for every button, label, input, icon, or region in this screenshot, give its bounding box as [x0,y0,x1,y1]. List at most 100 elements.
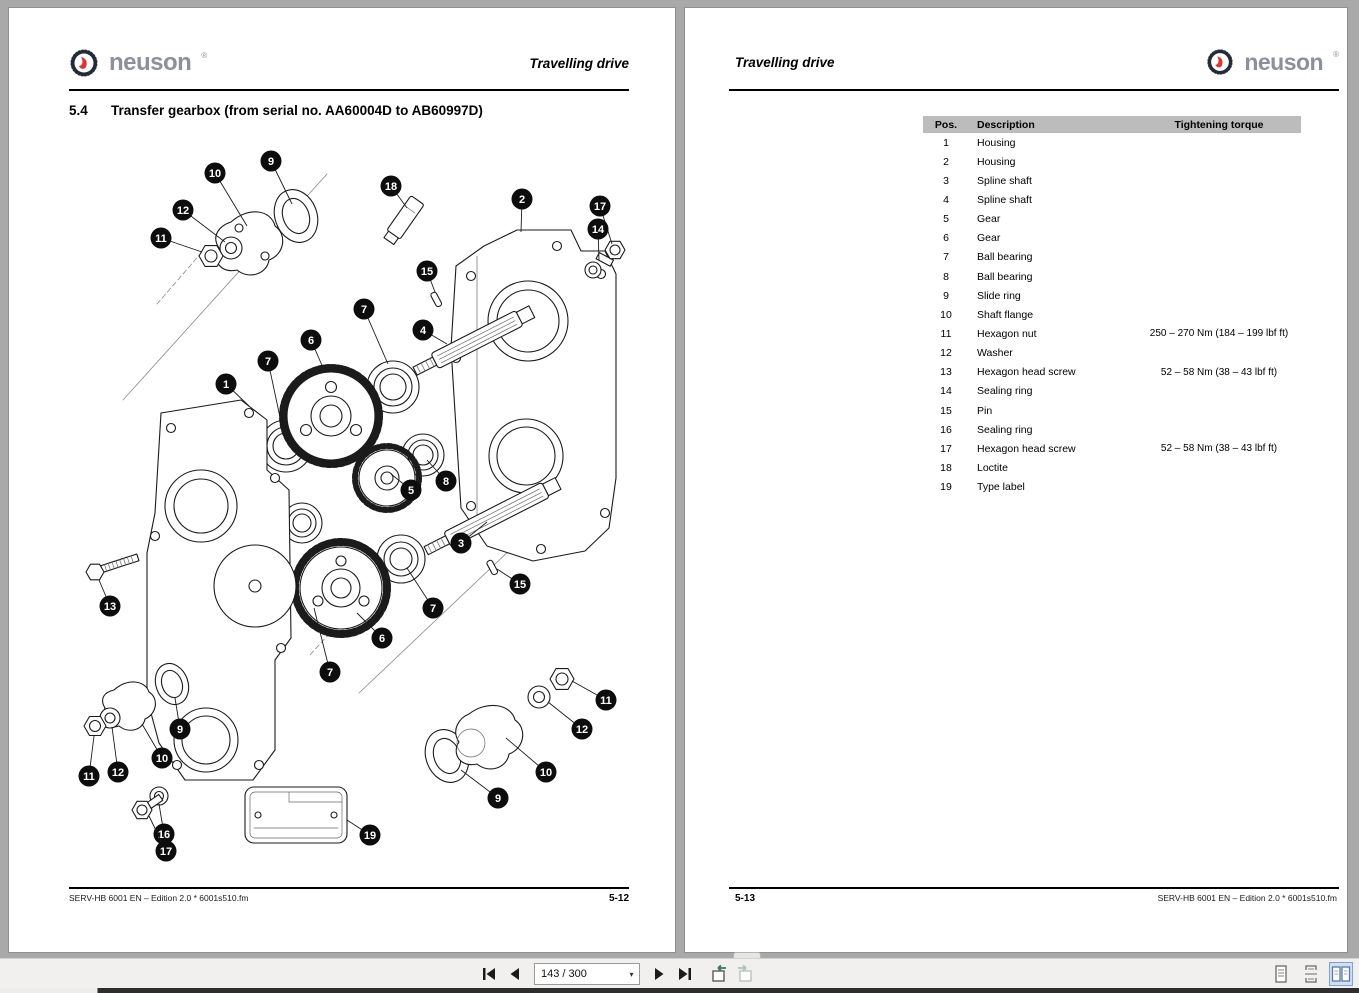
callout-bubble [435,470,457,492]
next-view-button[interactable] [734,963,756,985]
window-bottom-edge [0,988,1359,993]
table-header-row: Pos. Description Tightening torque [923,116,1301,133]
table-cell [1137,401,1301,420]
previous-page-icon [510,968,519,980]
last-page-button[interactable] [674,963,696,985]
table-cell: 52 – 58 Nm (38 – 43 lbf ft) [1160,366,1278,378]
table-cell: Housing [977,136,1016,149]
previous-page-button[interactable] [504,963,526,985]
hex-screw-left [85,553,140,581]
two-page-view-button[interactable] [1329,962,1353,986]
callout-number: 8 [443,476,449,488]
callout-bubble [509,573,531,595]
section-heading: 5.4 Transfer gearbox (from serial no. AA… [69,103,483,118]
table-cell: Ball bearing [977,251,1033,264]
parts-table: Pos. Description Tightening torque 1 Hous… [923,116,1301,497]
table-cell [1137,420,1301,439]
callout-number: 13 [104,601,116,613]
callout-bubble [204,162,226,184]
next-page-button[interactable] [648,963,670,985]
housing-left [146,399,297,781]
table-cell: Gear [977,213,1001,226]
table-cell: 250 – 270 Nm (184 – 199 lbf ft) [1149,328,1289,340]
table-cell [1137,190,1301,209]
toolbar-collapse-handle[interactable] [733,952,761,959]
callout-number: 12 [177,205,189,217]
callout-bubble [359,824,381,846]
page-number-field[interactable]: 143 / 300 ▾ [534,963,640,985]
previous-view-button[interactable] [708,963,730,985]
pin-upper [430,291,443,308]
table-cell: Sealing ring [977,385,1033,398]
footer-page-number: 5-13 [735,893,756,904]
table-row: 8 Ball bearing [923,267,1301,286]
header-rule [729,89,1339,91]
pdf-viewer-toolbar: 143 / 300 ▾ [0,958,1359,989]
manual-page-right: Travelling drive neuson ® Pos. Descripti… [684,7,1348,953]
callout-bubble [151,747,173,769]
running-title-left-page: Travelling drive [529,55,629,71]
single-page-view-button[interactable] [1269,962,1293,986]
table-cell: 12 [940,347,952,360]
callout-number: 12 [576,724,588,736]
callout-bubble [257,350,279,372]
page-dropdown-arrow-icon[interactable]: ▾ [629,969,634,979]
table-cell: 5 [943,213,949,226]
footer-doc-ref: SERV-HB 6001 EN – Edition 2.0 * 6001s510… [1157,893,1337,903]
table-cell: 16 [940,423,952,436]
callout-bubble [511,188,533,210]
first-page-button[interactable] [478,963,500,985]
table-cell: Sealing ring [977,423,1033,436]
callout-number: 6 [308,335,314,347]
callout-bubble [487,787,509,809]
table-cell [1137,248,1301,267]
previous-view-icon [712,964,726,982]
callout-bubble [589,195,611,217]
flange-assembly-bottom-middle [424,668,575,783]
gearbox-exploded-diagram: 9101211182171415746715831571367910121116… [78,150,626,862]
table-cell [1137,152,1301,171]
table-cell [1137,171,1301,190]
table-cell [1137,478,1301,497]
table-row: 5 Gear [923,210,1301,229]
callout-bubble [450,532,472,554]
table-cell: Washer [977,347,1013,360]
table-cell: 2 [943,155,949,168]
table-cell: 52 – 58 Nm (38 – 43 lbf ft) [1160,443,1278,455]
callout-number: 1 [223,379,229,391]
callout-bubble [535,761,557,783]
table-cell: 8 [943,270,949,283]
callout-bubble [595,689,617,711]
continuous-view-button[interactable] [1299,962,1323,986]
callout-bubble [400,479,422,501]
table-cell: Spline shaft [977,193,1032,206]
callout-number: 9 [177,724,183,736]
first-page-icon [483,968,495,980]
table-cell [1137,305,1301,324]
callout-number: 11 [600,695,612,707]
callout-number: 7 [361,304,367,316]
table-cell: Type label [977,481,1025,494]
callout-number: 15 [421,266,433,278]
table-cell: 1 [943,136,949,149]
callout-number: 10 [540,767,552,779]
callout-number: 4 [420,325,427,337]
table-cell: 11 [940,327,952,340]
table-cell: Ball bearing [977,270,1033,283]
table-cell [1137,344,1301,363]
table-row: 1 Housing [923,133,1301,152]
table-cell: Shaft flange [977,308,1034,321]
callout-number: 10 [209,168,221,180]
footer-page-number: 5-12 [608,893,629,904]
gear-upper [279,364,383,468]
callout-number: 14 [592,224,605,236]
callout-number: 10 [156,753,168,765]
